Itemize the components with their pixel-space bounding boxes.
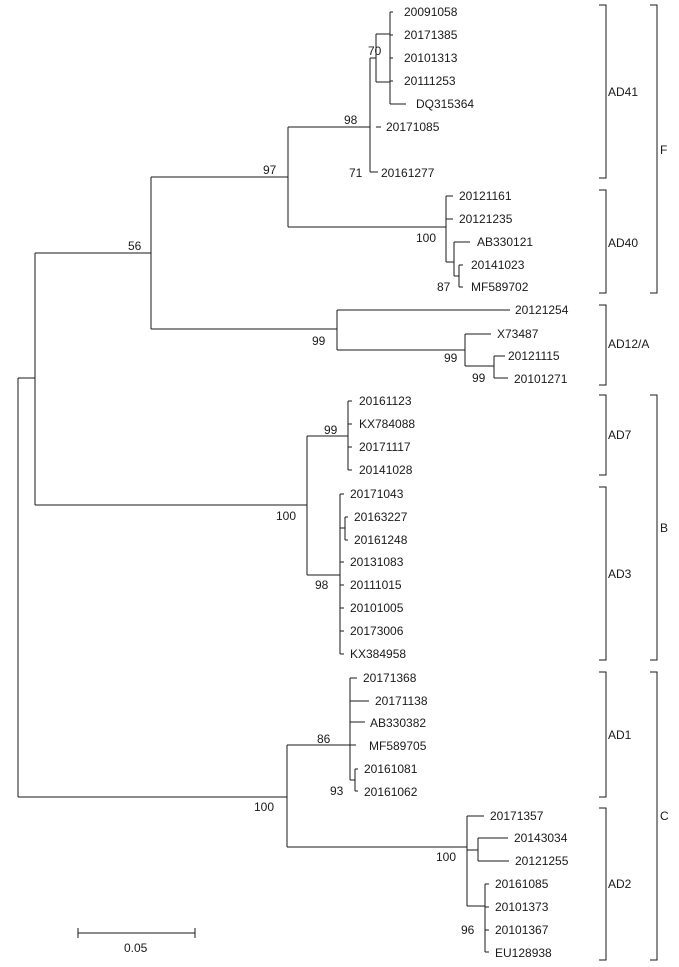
leaf-label: KX384958 (350, 647, 406, 661)
leaf-label: 20141028 (359, 463, 413, 477)
subclade-label: AD12/A (608, 337, 649, 351)
bootstrap-value: 99 (472, 371, 486, 385)
leaf-label: 20111015 (350, 578, 402, 592)
leaf-label: 20161277 (381, 166, 435, 180)
leaf-label: 20161062 (364, 785, 418, 799)
leaf-label: 20171043 (350, 487, 404, 501)
scale-bar: 0.05 (77, 928, 196, 955)
leaf-label: 20101367 (495, 923, 549, 937)
species-bracket (650, 671, 658, 961)
leaf-label: 20171368 (363, 671, 417, 685)
subclade-label: AD41 (608, 85, 638, 99)
leaf-label: 20091058 (404, 5, 458, 19)
subclade-bracket (599, 4, 607, 179)
leaf-label: EU128938 (495, 946, 552, 960)
species-label: F (660, 143, 667, 157)
tree-branches (17, 11, 510, 953)
leaf-label: 20121115 (508, 349, 560, 363)
leaf-label: DQ315364 (416, 97, 474, 111)
bootstrap-value: 71 (349, 166, 363, 180)
subclade-bracket (599, 189, 607, 294)
subclade-bracket (599, 394, 607, 476)
subclade-label: AD3 (608, 567, 632, 581)
bootstrap-value: 100 (254, 800, 274, 814)
leaf-label: AB330121 (477, 235, 533, 249)
bootstrap-value: 56 (128, 239, 142, 253)
leaf-label: MF589705 (369, 739, 427, 753)
bootstrap-value: 93 (330, 784, 344, 798)
leaf-label: 20121255 (515, 854, 569, 868)
species-label: B (660, 521, 668, 535)
bootstrap-value: 99 (312, 334, 326, 348)
subclade-label: AD1 (608, 728, 632, 742)
bootstrap-value: 98 (315, 578, 329, 592)
leaf-label: 20101373 (495, 900, 549, 914)
subclade-label: AD7 (608, 428, 632, 442)
leaf-label: 20121235 (459, 212, 513, 226)
species-label: C (660, 809, 669, 823)
subclade-bracket (599, 486, 607, 661)
subclade-bracket (599, 807, 607, 961)
bootstrap-value: 96 (461, 923, 475, 937)
bootstrap-value: 86 (317, 732, 331, 746)
bootstrap-value: 100 (416, 231, 436, 245)
leaf-label: 20171385 (404, 28, 458, 42)
bootstrap-value: 70 (368, 44, 382, 58)
scale-bar-label: 0.05 (124, 941, 148, 955)
leaf-label: 20131083 (350, 555, 404, 569)
species-bracket (650, 394, 658, 661)
leaf-label: 20161081 (364, 762, 418, 776)
leaf-label: 20161248 (354, 533, 408, 547)
leaf-label: 20121161 (459, 189, 512, 203)
leaf-label: 20171117 (359, 440, 411, 454)
leaf-label: MF589702 (471, 280, 529, 294)
subclade-bracket (599, 304, 607, 386)
leaf-label: 20101271 (514, 372, 568, 386)
leaf-label: 20101005 (350, 601, 404, 615)
bootstrap-value: 99 (324, 423, 338, 437)
bootstrap-value: 97 (263, 163, 277, 177)
leaf-label: 20161123 (359, 394, 412, 408)
leaf-label: 20171357 (490, 809, 544, 823)
species-bracket (650, 4, 658, 294)
leaf-labels: 20091058 20171385 20101313 20111253 DQ31… (350, 5, 569, 960)
leaf-label: X73487 (497, 327, 539, 341)
leaf-label: 20173006 (350, 624, 404, 638)
leaf-label: 20163227 (354, 510, 408, 524)
leaf-label: KX784088 (359, 417, 415, 431)
leaf-label: 20161085 (495, 877, 549, 891)
leaf-label: AB330382 (370, 716, 426, 730)
leaf-label: 20121254 (515, 303, 569, 317)
subclade-label: AD2 (608, 877, 632, 891)
bootstrap-values: 70 98 71 97 56 100 87 99 99 99 99 100 98… (128, 44, 486, 937)
bootstrap-value: 87 (437, 280, 451, 294)
leaf-label: 20143034 (514, 831, 568, 845)
bootstrap-value: 100 (436, 850, 456, 864)
leaf-label: 20101313 (404, 51, 458, 65)
bootstrap-value: 100 (276, 509, 296, 523)
leaf-label: 20111253 (404, 74, 456, 88)
leaf-label: 20171138 (375, 694, 428, 708)
bootstrap-value: 98 (344, 113, 358, 127)
species-brackets: F B C (650, 4, 669, 961)
leaf-label: 20171085 (386, 120, 440, 134)
bootstrap-value: 99 (444, 351, 458, 365)
subclade-bracket (599, 671, 607, 798)
leaf-label: 20141023 (471, 258, 525, 272)
subclade-brackets: AD41 AD40 AD12/A AD7 AD3 AD1 AD2 (599, 4, 649, 961)
subclade-label: AD40 (608, 236, 638, 250)
